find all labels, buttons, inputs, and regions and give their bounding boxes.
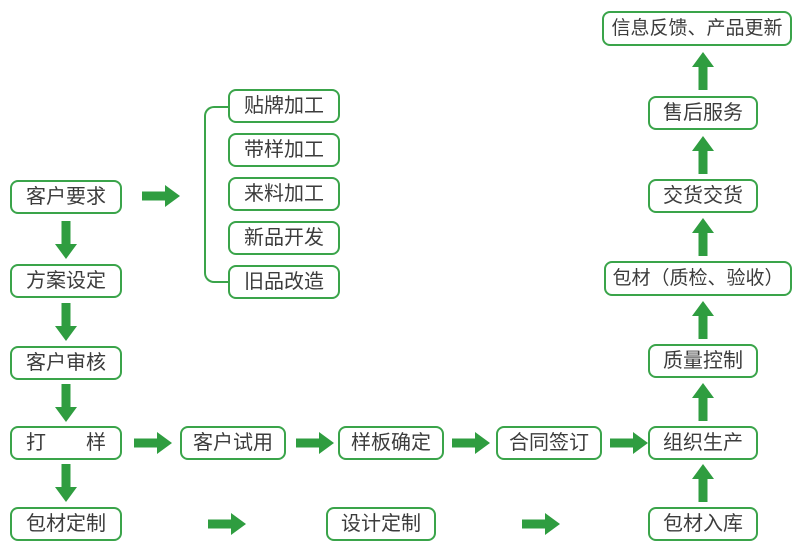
node-sampling: 打 样 [10, 426, 122, 460]
arrow-down-icon [55, 221, 77, 259]
node-after-sales-service: 售后服务 [648, 96, 758, 130]
node-old-product-renovation: 旧品改造 [228, 265, 340, 299]
node-contract-signing: 合同签订 [496, 426, 602, 460]
node-label: 组织生产 [663, 432, 743, 454]
node-feedback-update: 信息反馈、产品更新 [602, 11, 792, 46]
node-new-product-development: 新品开发 [228, 221, 340, 255]
arrow-right-icon [296, 432, 334, 454]
node-packaging-inspection: 包材（质检、验收） [604, 261, 792, 296]
node-label: 合同签订 [509, 432, 589, 454]
node-label: 旧品改造 [244, 271, 324, 293]
node-label: 客户审核 [26, 352, 106, 374]
node-oem-processing: 贴牌加工 [228, 89, 340, 123]
arrow-right-icon [134, 432, 172, 454]
arrow-up-icon [692, 136, 714, 174]
node-organize-production: 组织生产 [648, 426, 758, 460]
node-design-customization: 设计定制 [326, 507, 436, 541]
arrow-right-icon [142, 185, 180, 207]
node-label: 包材入库 [663, 513, 743, 535]
arrow-right-icon [208, 513, 246, 535]
node-label: 贴牌加工 [244, 95, 324, 117]
node-label: 方案设定 [26, 270, 106, 292]
node-label: 带样加工 [244, 139, 324, 161]
arrow-up-icon [692, 52, 714, 90]
arrow-right-icon [522, 513, 560, 535]
node-label: 来料加工 [244, 183, 324, 205]
node-customer-review: 客户审核 [10, 346, 122, 380]
arrow-down-icon [55, 303, 77, 341]
arrow-up-icon [692, 464, 714, 502]
arrow-down-icon [55, 464, 77, 502]
arrow-up-icon [692, 301, 714, 339]
node-sample-confirmation: 样板确定 [338, 426, 444, 460]
node-plan-setting: 方案设定 [10, 264, 122, 298]
node-label: 设计定制 [341, 513, 421, 535]
node-label: 新品开发 [244, 227, 324, 249]
node-customer-trial: 客户试用 [180, 426, 286, 460]
node-label: 客户要求 [26, 186, 106, 208]
node-delivery: 交货交货 [648, 179, 758, 213]
node-quality-control: 质量控制 [648, 344, 758, 378]
node-packaging-warehousing: 包材入库 [648, 507, 758, 541]
node-label: 客户试用 [193, 432, 273, 454]
node-customer-requirements: 客户要求 [10, 180, 122, 214]
node-label: 包材（质检、验收） [612, 268, 784, 289]
node-label: 质量控制 [663, 350, 743, 372]
node-label: 打 样 [26, 432, 106, 454]
node-label: 样板确定 [351, 432, 431, 454]
node-supplied-material-processing: 来料加工 [228, 177, 340, 211]
node-label: 包材定制 [26, 513, 106, 535]
node-label: 信息反馈、产品更新 [611, 18, 783, 39]
arrow-up-icon [692, 383, 714, 421]
arrow-right-icon [610, 432, 648, 454]
node-packaging-customization: 包材定制 [10, 507, 122, 541]
node-label: 售后服务 [663, 102, 743, 124]
node-label: 交货交货 [663, 185, 743, 207]
node-sample-processing: 带样加工 [228, 133, 340, 167]
arrow-right-icon [452, 432, 490, 454]
arrow-down-icon [55, 384, 77, 422]
branch-bracket [204, 106, 228, 283]
arrow-up-icon [692, 218, 714, 256]
